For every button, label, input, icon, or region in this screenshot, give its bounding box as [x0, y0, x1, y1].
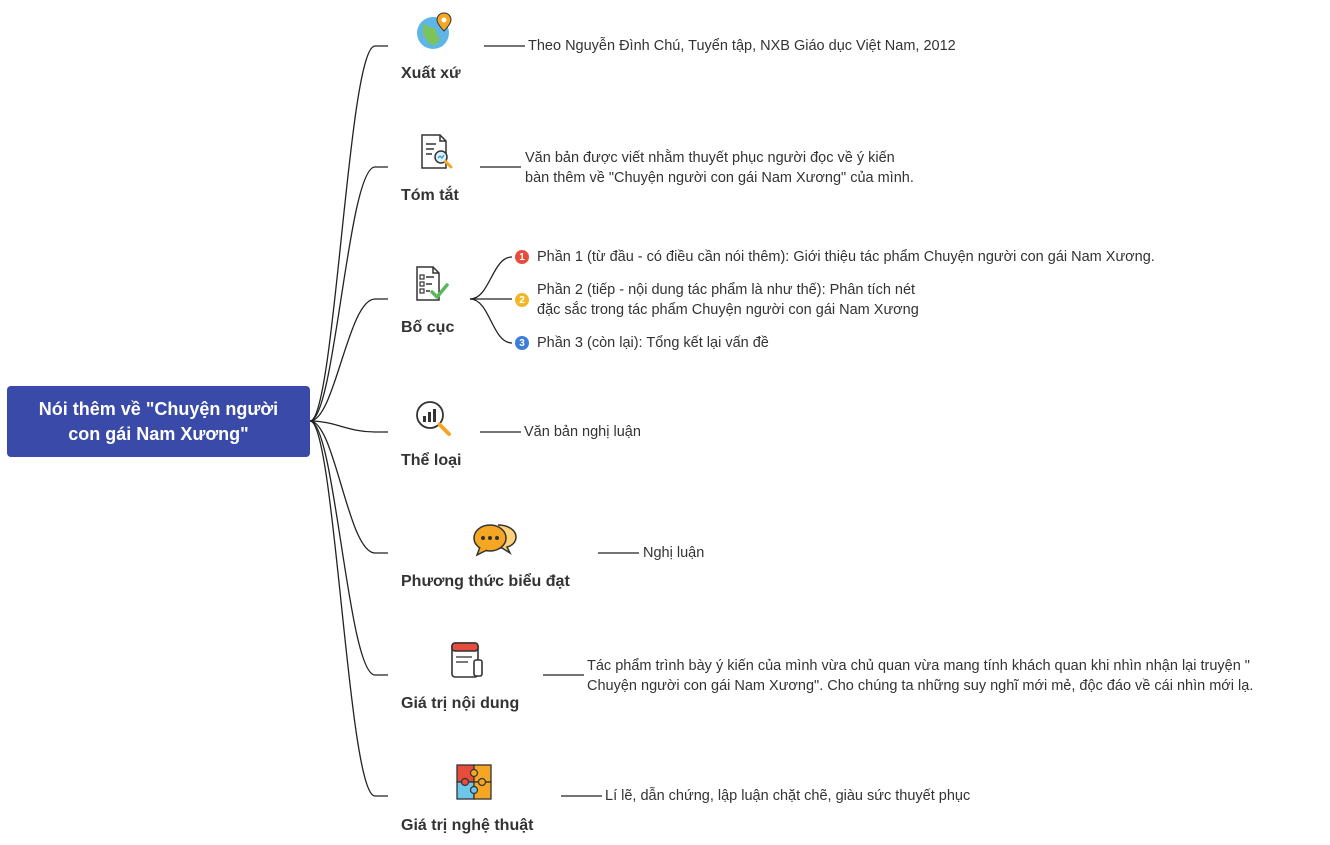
bo-cuc-item-1: 1 Phần 1 (từ đầu - có điều cần nói thêm)… — [515, 247, 1155, 267]
notebook-icon — [446, 640, 486, 680]
chat-bubbles-icon — [472, 519, 518, 559]
checklist-icon — [411, 264, 451, 304]
connector-tom-tat — [309, 166, 388, 422]
bo-cuc-item-2: 2 Phần 2 (tiếp - nội dung tác phẩm là nh… — [515, 280, 919, 320]
connector-phuong-thuc — [309, 420, 388, 554]
badge-2: 2 — [515, 293, 529, 307]
branch-title-bo-cuc: Bố cục — [401, 319, 455, 336]
leaf-noi-dung: Tác phẩm trình bày ý kiến của mình vừa c… — [587, 656, 1253, 696]
branch-title-noi-dung: Giá trị nội dung — [401, 695, 520, 712]
bo-cuc-item-3: 3 Phần 3 (còn lại): Tổng kết lại vấn đề — [515, 333, 769, 353]
connector-bo-cuc — [309, 298, 388, 422]
connector-the-loai — [309, 420, 388, 433]
connector-noi-dung — [309, 420, 388, 676]
bo-cuc-item-1-text: Phần 1 (từ đầu - có điều cần nói thêm): … — [537, 249, 1155, 265]
badge-1: 1 — [515, 250, 529, 264]
branch-title-phuong-thuc: Phương thức biểu đạt — [401, 573, 570, 590]
branch-title-nghe-thuat: Giá trị nghệ thuật — [401, 817, 534, 834]
puzzle-icon — [454, 762, 494, 802]
connector-xuat-xu — [309, 45, 388, 422]
bo-cuc-item-2-line2: đặc sắc trong tác phẩm Chuyện người con … — [537, 302, 919, 318]
branch-title-xuat-xu: Xuất xứ — [401, 65, 461, 82]
leaf-noi-dung-line1: Tác phẩm trình bày ý kiến của mình vừa c… — [587, 658, 1250, 674]
leaf-xuat-xu: Theo Nguyễn Đình Chú, Tuyển tập, NXB Giá… — [528, 38, 956, 54]
document-search-icon — [416, 132, 456, 172]
root-node: Nói thêm về "Chuyện người con gái Nam Xư… — [7, 386, 310, 457]
root-title-line2: con gái Nam Xương" — [68, 423, 249, 444]
badge-3: 3 — [515, 336, 529, 350]
magnifier-chart-icon — [413, 398, 453, 438]
leaf-noi-dung-line2: Chuyện người con gái Nam Xương". Cho chú… — [587, 678, 1254, 694]
root-title-line1: Nói thêm về "Chuyện người — [38, 398, 279, 419]
leaf-tom-tat-line1: Văn bản được viết nhằm thuyết phục người… — [525, 150, 895, 166]
bo-cuc-item-2-line1: Phần 2 (tiếp - nội dung tác phẩm là như … — [537, 282, 916, 298]
connector-leaf-bo-cuc-1 — [469, 256, 513, 300]
leaf-nghe-thuat: Lí lẽ, dẫn chứng, lập luận chặt chẽ, già… — [605, 788, 971, 804]
leaf-tom-tat-line2: bàn thêm về "Chuyện người con gái Nam Xư… — [525, 170, 914, 186]
leaf-the-loai: Văn bản nghị luận — [524, 424, 641, 440]
branch-title-tom-tat: Tóm tắt — [401, 187, 459, 204]
connector-nghe-thuat — [309, 420, 388, 797]
leaf-tom-tat: Văn bản được viết nhằm thuyết phục người… — [525, 148, 914, 188]
leaf-phuong-thuc: Nghị luận — [643, 545, 705, 561]
bo-cuc-item-3-text: Phần 3 (còn lại): Tổng kết lại vấn đề — [537, 335, 769, 351]
globe-pin-icon — [415, 11, 455, 51]
connector-leaf-bo-cuc-3 — [469, 298, 513, 344]
branch-title-the-loai: Thể loại — [401, 452, 462, 469]
